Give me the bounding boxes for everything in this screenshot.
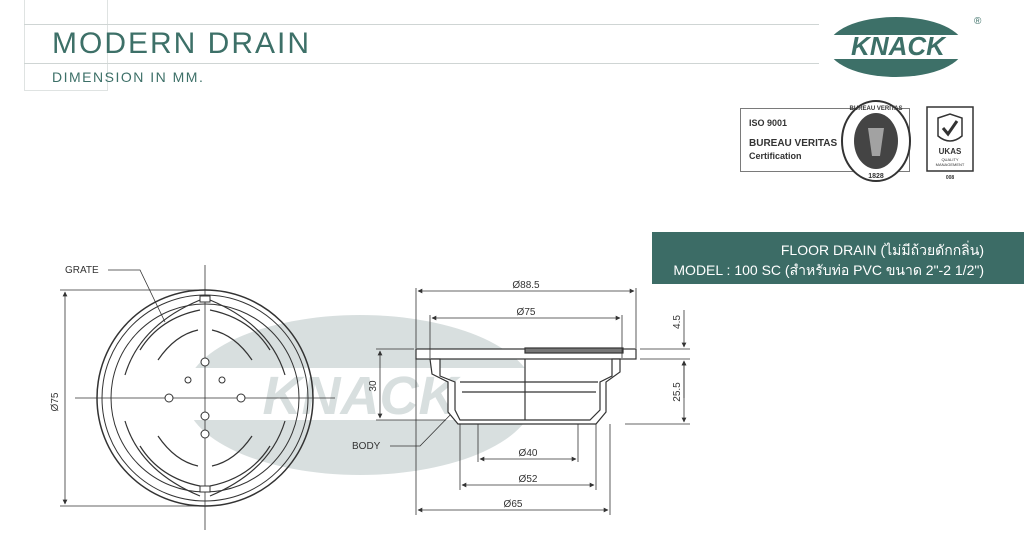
product-model: MODEL : 100 SC (สำหรับท่อ PVC ขนาด 2"-2 … xyxy=(673,262,984,278)
cert-iso: ISO 9001 xyxy=(749,118,788,128)
technical-drawing: KNACK xyxy=(50,265,690,530)
flange-thickness-label: 4.5 xyxy=(672,315,683,329)
section-view xyxy=(415,347,637,425)
bottom-mid-label: Ø52 xyxy=(519,474,538,485)
body-label: BODY xyxy=(352,441,381,452)
ukas-sub1: QUALITY xyxy=(941,157,958,162)
cert-bureau: BUREAU VERITAS xyxy=(749,138,838,149)
ukas-number: 008 xyxy=(946,175,955,181)
logo-text: KNACK xyxy=(851,31,947,61)
title-rule-top xyxy=(24,24,819,25)
product-name: FLOOR DRAIN (ไม่มีถ้วยดักกลิ่น) xyxy=(780,242,984,258)
inner-height-label: 30 xyxy=(368,380,379,392)
seal-year: 1828 xyxy=(868,173,884,180)
bottom-inner-label: Ø40 xyxy=(519,448,538,459)
grate-diameter-label: Ø75 xyxy=(517,307,536,318)
page-title: MODERN DRAIN xyxy=(52,27,312,60)
ukas-badge-icon: UKAS QUALITY MANAGEMENT 008 xyxy=(926,106,974,181)
title-frame xyxy=(24,0,108,91)
plan-diameter-dim xyxy=(60,289,200,507)
page-subtitle: DIMENSION IN MM. xyxy=(52,69,205,85)
registered-mark: ® xyxy=(974,16,982,27)
ukas-sub2: MANAGEMENT xyxy=(936,162,965,167)
product-banner: FLOOR DRAIN (ไม่มีถ้วยดักกลิ่น) MODEL : … xyxy=(652,232,1024,284)
title-rule-bottom xyxy=(24,63,819,64)
body-height-label: 25.5 xyxy=(672,382,683,402)
bottom-outer-label: Ø65 xyxy=(504,499,523,510)
grate-label: GRATE xyxy=(65,265,99,276)
seal-top-text: BUREAU VERITAS xyxy=(850,106,903,112)
logo-band xyxy=(826,35,971,59)
bureau-veritas-seal-icon: BUREAU VERITAS 1828 xyxy=(841,100,911,182)
body-leader xyxy=(390,409,456,447)
plan-view xyxy=(75,265,335,530)
knack-logo: KNACK ® xyxy=(826,16,982,77)
grate-leader xyxy=(108,269,166,323)
certification-badge: ISO 9001 BUREAU VERITAS Certification BU… xyxy=(740,98,980,184)
section-dims xyxy=(376,288,690,515)
ukas-label: UKAS xyxy=(939,147,962,156)
top-diameter-label: Ø88.5 xyxy=(512,280,540,291)
watermark-text: KNACK xyxy=(263,366,462,426)
cert-certification: Certification xyxy=(749,151,802,161)
plan-diameter-label: Ø75 xyxy=(50,392,61,411)
